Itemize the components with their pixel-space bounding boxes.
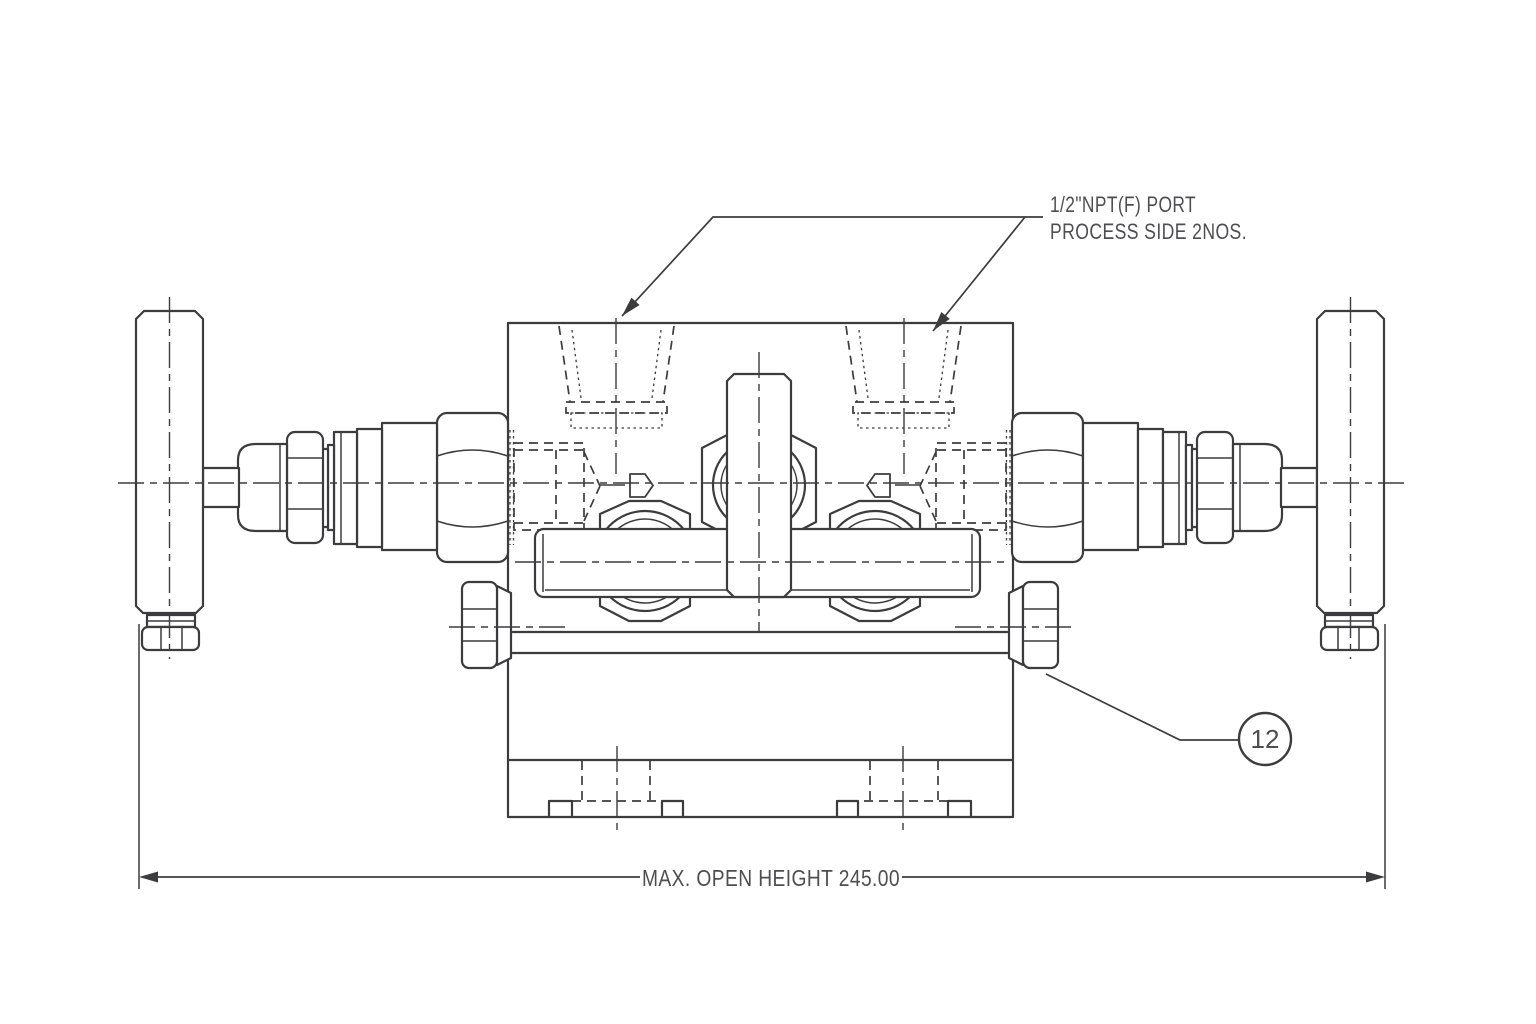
dimension-max-open-height: MAX. OPEN HEIGHT 245.00	[138, 624, 1386, 891]
callout-leader-right	[932, 216, 1026, 332]
callout-text-line1: 1/2"NPT(F) PORT	[1050, 192, 1196, 217]
mounting-base-slots	[547, 746, 685, 834]
balloon-leader	[1045, 673, 1238, 741]
callout-arrow-left	[622, 297, 640, 316]
centerlines	[118, 352, 1405, 631]
callout-arrow-right	[933, 312, 950, 331]
port-callout: 1/2"NPT(F) PORT PROCESS SIDE 2NOS.	[621, 192, 1247, 332]
isolation-valve-train	[134, 297, 510, 659]
equalizer-handle-grip	[725, 372, 793, 599]
valve-stem	[201, 466, 241, 509]
balloon-callout-12: 12	[1045, 673, 1293, 767]
needle-tip	[629, 473, 654, 498]
callout-text-line2: PROCESS SIDE 2NOS.	[1050, 219, 1247, 244]
dimension-arrow-right	[1366, 871, 1385, 883]
dimension-text: MAX. OPEN HEIGHT 245.00	[642, 865, 900, 891]
bonnet-hex-nut	[435, 411, 510, 564]
t-bar-handle	[134, 309, 205, 615]
handle-nut	[140, 625, 201, 652]
hidden-bore	[509, 430, 601, 545]
dimension-arrow-left	[139, 871, 158, 883]
callout-leader-left	[621, 216, 1043, 317]
bonnet-cylinder	[380, 421, 439, 552]
plug-hex	[460, 580, 499, 670]
balloon-circle	[1237, 711, 1293, 767]
packing-hex	[285, 430, 325, 545]
gland-cap	[236, 442, 289, 533]
side-plug	[449, 580, 566, 670]
npt-port	[558, 318, 675, 498]
balloon-number: 12	[1251, 724, 1280, 754]
